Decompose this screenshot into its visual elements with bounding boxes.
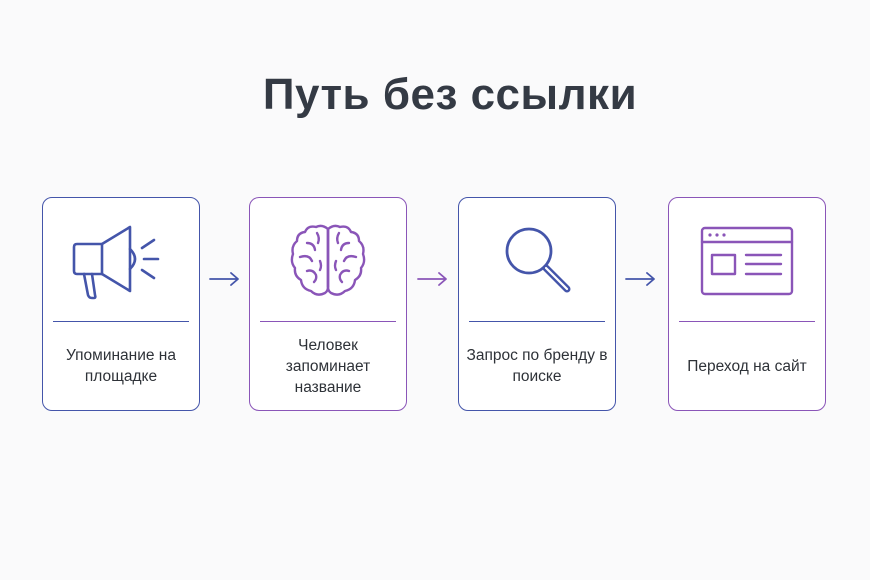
step-label: Запрос по бренду в поиске (466, 347, 608, 385)
card-divider (53, 321, 189, 322)
megaphone-icon (43, 220, 199, 302)
step-card-search: Запрос по бренду в поиске (458, 197, 616, 411)
card-divider (260, 321, 396, 322)
step-card-remember: Человек запоминает название (249, 197, 407, 411)
step-card-mention: Упоминание на площадке (42, 197, 200, 411)
step-label: Упоминание на площадке (66, 347, 176, 385)
step-card-visit: Переход на сайт (668, 197, 826, 411)
brain-icon (250, 220, 406, 302)
arrow-right-icon (417, 272, 447, 286)
arrow-right-icon (209, 272, 239, 286)
website-window-icon (669, 220, 825, 302)
card-divider (679, 321, 815, 322)
arrow-right-icon (625, 272, 655, 286)
step-label: Человек запоминает название (285, 336, 371, 396)
magnifier-icon (459, 220, 615, 302)
step-label: Переход на сайт (687, 357, 807, 375)
card-divider (469, 321, 605, 322)
page-title: Путь без ссылки (262, 70, 638, 119)
